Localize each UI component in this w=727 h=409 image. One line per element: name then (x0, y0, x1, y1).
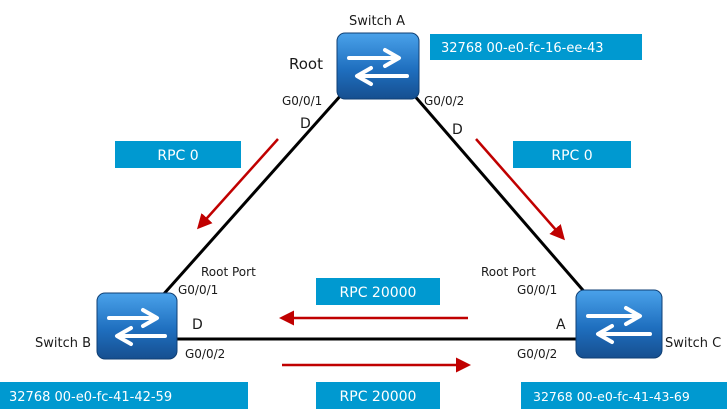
switch-a-port-g002-state: D (452, 122, 463, 138)
switch-a-id: 32768 00-e0-fc-16-ee-43 (441, 41, 604, 56)
link-a-c (411, 93, 590, 297)
rpc-b-c-label: RPC 20000 (340, 389, 417, 405)
link-a-b (160, 93, 344, 297)
switch-b-name: Switch B (35, 336, 91, 351)
switch-a-port-g001-state: D (300, 116, 311, 132)
switch-a: Switch A Root 32768 00-e0-fc-16-ee-43 G0… (282, 14, 642, 138)
bpdu-arrows (196, 138, 565, 373)
rpc-a-c-label: RPC 0 (551, 148, 592, 164)
switch-c-name: Switch C (665, 336, 721, 351)
switch-b-port-g001: G0/0/1 (178, 283, 218, 297)
rpc-a-b-label: RPC 0 (157, 148, 198, 164)
switch-icon (96, 292, 178, 360)
rpc-c-b-box (316, 278, 440, 305)
switch-c-port-g002: G0/0/2 (517, 347, 557, 361)
switch-b-root-port-label: Root Port (201, 265, 256, 279)
switch-b-id: 32768 00-e0-fc-41-42-59 (9, 390, 172, 405)
switch-icon (575, 289, 663, 359)
arrow-a-to-c (475, 138, 565, 241)
switch-b: Switch B 32768 00-e0-fc-41-42-59 Root Po… (0, 265, 256, 409)
switch-c-port-g001: G0/0/1 (517, 283, 557, 297)
switch-c-port-g002-state: A (556, 317, 566, 333)
links (160, 93, 590, 341)
switch-icon (336, 32, 420, 100)
switch-a-port-g002: G0/0/2 (424, 94, 464, 108)
rpc-a-b-box (115, 141, 241, 168)
rpc-labels: RPC 0 RPC 0 RPC 20000 RPC 20000 (115, 141, 631, 409)
switch-c-id: 32768 00-e0-fc-41-43-69 (533, 389, 690, 404)
switch-c-id-box (521, 382, 727, 409)
switch-a-id-box (430, 34, 642, 60)
switch-b-id-box (0, 382, 248, 409)
switch-a-role: Root (289, 55, 323, 73)
rpc-c-b-label: RPC 20000 (340, 285, 417, 301)
arrow-a-to-b (196, 138, 279, 230)
switch-a-name: Switch A (349, 14, 405, 29)
switch-c: Switch C 32768 00-e0-fc-41-43-69 Root Po… (481, 265, 727, 409)
rpc-b-c-box (316, 382, 440, 409)
switch-b-port-g002: G0/0/2 (185, 347, 225, 361)
switch-c-root-port-label: Root Port (481, 265, 536, 279)
rpc-a-c-box (513, 141, 631, 168)
switch-a-port-g001: G0/0/1 (282, 94, 322, 108)
switch-b-port-g002-state: D (192, 317, 203, 333)
